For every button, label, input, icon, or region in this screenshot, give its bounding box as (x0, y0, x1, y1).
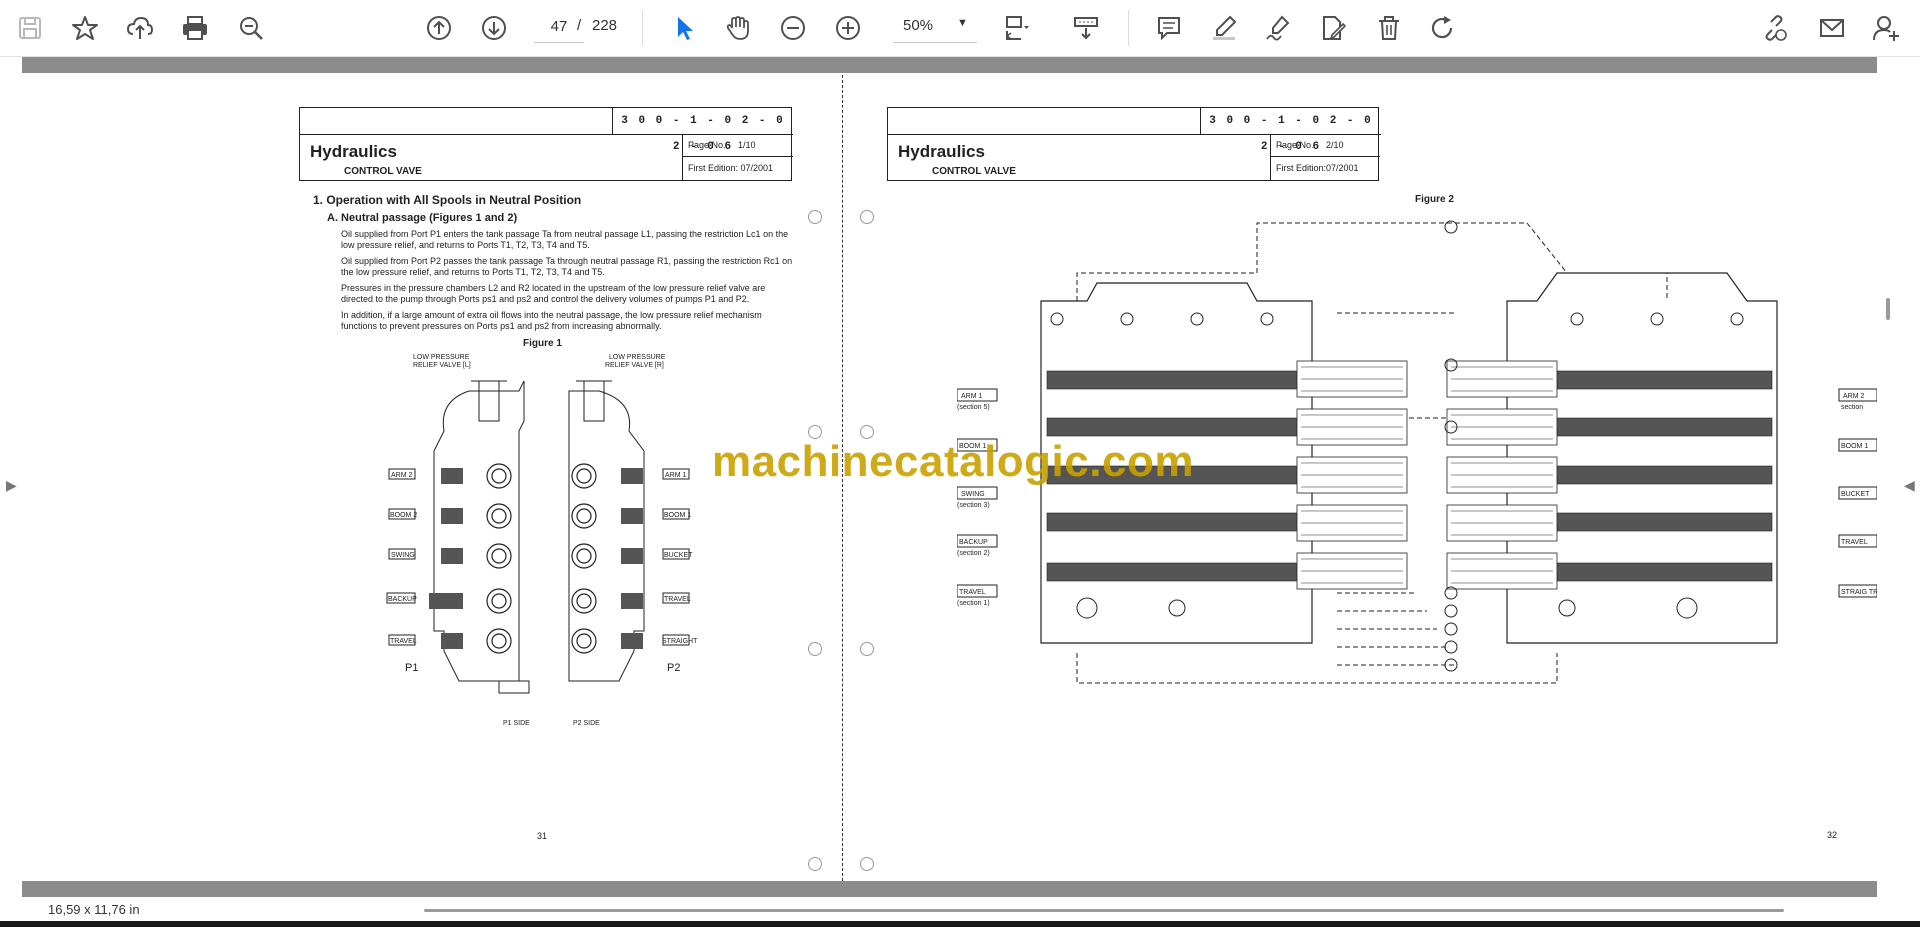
paragraph: Oil supplied from Port P1 enters the tan… (341, 229, 789, 250)
page-number: 32 (1827, 830, 1838, 840)
svg-text:BUCKET: BUCKET (1841, 491, 1870, 498)
zoom-select[interactable]: 50% ▼ (893, 11, 977, 43)
next-page-icon[interactable] (474, 8, 514, 48)
document-viewport[interactable]: ▶ ◀ 3 0 0 - 1 - 0 2 - 0 2 - 0 6 Hydrauli… (0, 57, 1920, 927)
edition: First Edition: 07/2001 (682, 156, 793, 180)
page-number: 31 (537, 831, 548, 841)
hand-pan-icon[interactable] (718, 8, 758, 48)
previous-page-icon[interactable] (419, 8, 459, 48)
page-separator: / (577, 17, 582, 34)
svg-text:(section 3): (section 3) (957, 502, 990, 509)
svg-text:LOW PRESSURE: LOW PRESSURE (609, 354, 666, 361)
zoom-in-icon[interactable] (828, 8, 868, 48)
svg-text:TRAVEL: TRAVEL (1841, 539, 1868, 546)
comment-icon[interactable] (1149, 8, 1189, 48)
page-no: Page No. 2/10 (1270, 134, 1380, 156)
chevron-down-icon: ▼ (957, 17, 968, 29)
svg-text:STRAIG TRAVEL: STRAIG TRAVEL (1841, 589, 1877, 596)
svg-text:LOW PRESSURE: LOW PRESSURE (413, 354, 470, 361)
figure-caption: Figure 2 (1415, 194, 1454, 205)
svg-text:RELIEF VALVE [R]: RELIEF VALVE [R] (605, 362, 664, 369)
svg-text:STRAIGHT: STRAIGHT (662, 638, 698, 645)
vertical-scrollbar[interactable] (1886, 298, 1890, 320)
fit-width-icon[interactable] (996, 8, 1036, 48)
svg-text:TRAVEL: TRAVEL (664, 596, 691, 603)
svg-text:BACKUP: BACKUP (388, 596, 417, 603)
search-zoom-icon[interactable] (231, 8, 271, 48)
upload-cloud-icon[interactable] (120, 8, 160, 48)
svg-text:ARM 1: ARM 1 (665, 472, 687, 479)
svg-text:BOOM 1: BOOM 1 (664, 512, 691, 519)
figure-2-diagram: ARM 1 (section 5) BOOM 1 SWING (section … (957, 220, 1877, 684)
figure-caption: Figure 1 (523, 338, 562, 349)
page-header: 3 0 0 - 1 - 0 2 - 0 2 - 0 6 Hydraulics C… (299, 107, 793, 181)
svg-text:(section 5): (section 5) (957, 404, 990, 411)
doc-code: 3 0 0 - 1 - 0 2 - 0 2 - 0 6 (1200, 108, 1381, 153)
zoom-value: 50% (903, 17, 934, 34)
svg-text:BOOM 1: BOOM 1 (959, 443, 986, 450)
page-subtitle: CONTROL VALVE (932, 166, 1016, 177)
svg-text:RELIEF VALVE [L]: RELIEF VALVE [L] (413, 362, 471, 369)
svg-text:(section 1): (section 1) (957, 600, 990, 607)
rotate-icon[interactable] (1423, 8, 1463, 48)
svg-text:ARM 2: ARM 2 (391, 472, 413, 479)
paragraph: In addition, if a large amount of extra … (341, 310, 762, 331)
edit-document-icon[interactable] (1313, 8, 1353, 48)
svg-text:BACKUP: BACKUP (959, 539, 988, 546)
page-number-input[interactable] (534, 11, 584, 43)
horizontal-scrollbar[interactable] (424, 909, 1784, 912)
draw-sign-icon[interactable] (1258, 8, 1298, 48)
svg-text:P1 SIDE: P1 SIDE (503, 720, 530, 727)
bookmark-star-icon[interactable] (65, 8, 105, 48)
paragraph: Pressures in the pressure chambers L2 an… (341, 283, 766, 304)
left-panel-toggle-icon[interactable]: ▶ (6, 477, 17, 493)
select-pointer-icon[interactable] (664, 8, 704, 48)
page-header: 3 0 0 - 1 - 0 2 - 0 2 - 0 6 Hydraulics C… (887, 107, 1381, 181)
section-subheading: A. Neutral passage (Figures 1 and 2) (327, 212, 518, 224)
zoom-out-icon[interactable] (773, 8, 813, 48)
total-pages: 228 (592, 17, 618, 34)
svg-text:P2 SIDE: P2 SIDE (573, 720, 600, 727)
edition: First Edition:07/2001 (1270, 156, 1380, 180)
svg-text:TRAVEL: TRAVEL (959, 589, 986, 596)
account-icon[interactable] (1866, 8, 1906, 48)
highlight-pen-icon[interactable] (1204, 8, 1244, 48)
svg-text:SWING: SWING (961, 491, 985, 498)
share-link-icon[interactable] (1754, 8, 1794, 48)
print-icon[interactable] (175, 8, 215, 48)
scroll-mode-icon[interactable] (1066, 8, 1106, 48)
status-bar: 16,59 x 11,76 in (0, 897, 1920, 921)
toolbar: / 228 50% ▼ (0, 0, 1920, 57)
svg-text:SWING: SWING (391, 552, 415, 559)
svg-text:section: section (1841, 404, 1863, 411)
svg-text:BOOM 2: BOOM 2 (390, 512, 417, 519)
paragraph: Oil supplied from Port P2 passes the tan… (341, 256, 793, 277)
save-icon[interactable] (10, 8, 50, 48)
page-size-readout: 16,59 x 11,76 in (48, 902, 140, 917)
page-divider (842, 75, 843, 881)
left-page: 3 0 0 - 1 - 0 2 - 0 2 - 0 6 Hydraulics C… (299, 73, 793, 873)
right-panel-toggle-icon[interactable]: ◀ (1904, 477, 1915, 493)
page-title: Hydraulics (898, 142, 985, 161)
watermark: machinecatalogic.com (712, 437, 1194, 486)
svg-text:BOOM 1: BOOM 1 (1841, 443, 1868, 450)
right-page: 3 0 0 - 1 - 0 2 - 0 2 - 0 6 Hydraulics C… (887, 73, 1877, 873)
svg-text:P1: P1 (405, 662, 418, 674)
svg-text:ARM 2: ARM 2 (1843, 393, 1865, 400)
svg-text:TRAVEL: TRAVEL (390, 638, 417, 645)
svg-text:ARM 1: ARM 1 (961, 393, 983, 400)
svg-text:(section 2): (section 2) (957, 550, 990, 557)
doc-code: 3 0 0 - 1 - 0 2 - 0 2 - 0 6 (612, 108, 793, 153)
section-heading: 1. Operation with All Spools in Neutral … (313, 193, 582, 207)
figure-1-diagram: LOW PRESSURE RELIEF VALVE [L] LOW PRESSU… (386, 354, 698, 727)
email-icon[interactable] (1812, 8, 1852, 48)
page-subtitle: CONTROL VAVE (344, 166, 422, 177)
page-no: Page No. 1/10 (682, 134, 793, 156)
delete-trash-icon[interactable] (1369, 8, 1409, 48)
page-title: Hydraulics (310, 142, 397, 161)
svg-text:P2: P2 (667, 662, 680, 674)
svg-text:BUCKET: BUCKET (664, 552, 693, 559)
